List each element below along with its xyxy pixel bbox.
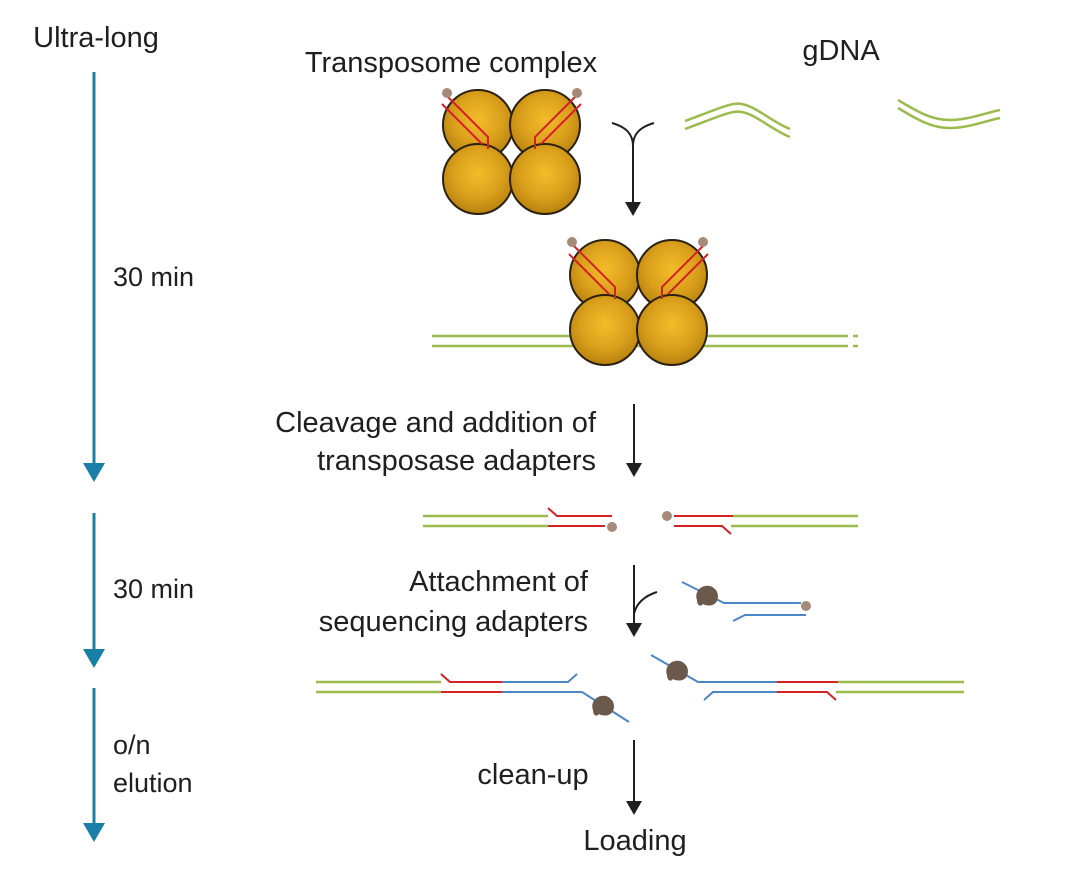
cleaved-fragment-right bbox=[662, 511, 858, 535]
cleavage-arrow bbox=[626, 404, 642, 477]
cleaved-fragment-left bbox=[423, 507, 617, 532]
timeline-arrow-3 bbox=[83, 688, 105, 842]
adapted-fragment-left bbox=[316, 673, 630, 723]
timeline-arrow-2 bbox=[83, 513, 105, 668]
timeline-arrow-1 bbox=[83, 72, 105, 482]
stage-3-duration-line-2: elution bbox=[113, 768, 193, 798]
adapted-fragment-right bbox=[650, 654, 964, 701]
attachment-label-line-1: Attachment of bbox=[409, 566, 589, 598]
transposase-adapter bbox=[441, 94, 582, 149]
attachment-arrow bbox=[626, 565, 658, 637]
stage-2-duration: 30 min bbox=[113, 574, 194, 604]
tether-bead bbox=[442, 88, 452, 98]
cleanup-arrow bbox=[626, 740, 642, 815]
stage-1-duration: 30 min bbox=[113, 262, 194, 292]
tether-bead bbox=[567, 237, 577, 247]
stage-3-duration-line-1: o/n bbox=[113, 730, 151, 760]
tether-bead bbox=[572, 88, 582, 98]
tether-bead bbox=[662, 511, 672, 521]
merge-arrow bbox=[611, 122, 655, 216]
cleanup-label: clean-up bbox=[477, 759, 588, 791]
protein-subunit bbox=[509, 143, 581, 215]
cleavage-label-line-1: Cleavage and addition of bbox=[275, 407, 597, 439]
motor-protein-icon bbox=[666, 660, 689, 681]
timeline-title: Ultra-long bbox=[33, 22, 159, 54]
tether-bead bbox=[801, 601, 811, 611]
free-sequencing-adapter bbox=[681, 581, 811, 622]
cleavage-label-line-2: transposase adapters bbox=[317, 445, 596, 477]
gdna-fragments bbox=[684, 98, 1001, 139]
protein-subunit bbox=[569, 294, 641, 366]
protein-subunit bbox=[636, 294, 708, 366]
transposase-adapter bbox=[568, 244, 709, 299]
transposome-complex-label: Transposome complex bbox=[305, 47, 598, 79]
timeline: Ultra-long 30 min 30 min o/n elution bbox=[33, 22, 194, 842]
tether-bead bbox=[698, 237, 708, 247]
motor-protein-icon bbox=[592, 695, 615, 716]
gdna-label: gDNA bbox=[802, 35, 880, 67]
motor-protein-icon bbox=[696, 585, 719, 606]
bound-transposome-complex bbox=[567, 237, 709, 366]
protein-subunit bbox=[442, 143, 514, 215]
attachment-label-line-2: sequencing adapters bbox=[319, 606, 588, 638]
tether-bead bbox=[607, 522, 617, 532]
transposome-complex bbox=[441, 88, 582, 215]
loading-label: Loading bbox=[583, 825, 686, 857]
